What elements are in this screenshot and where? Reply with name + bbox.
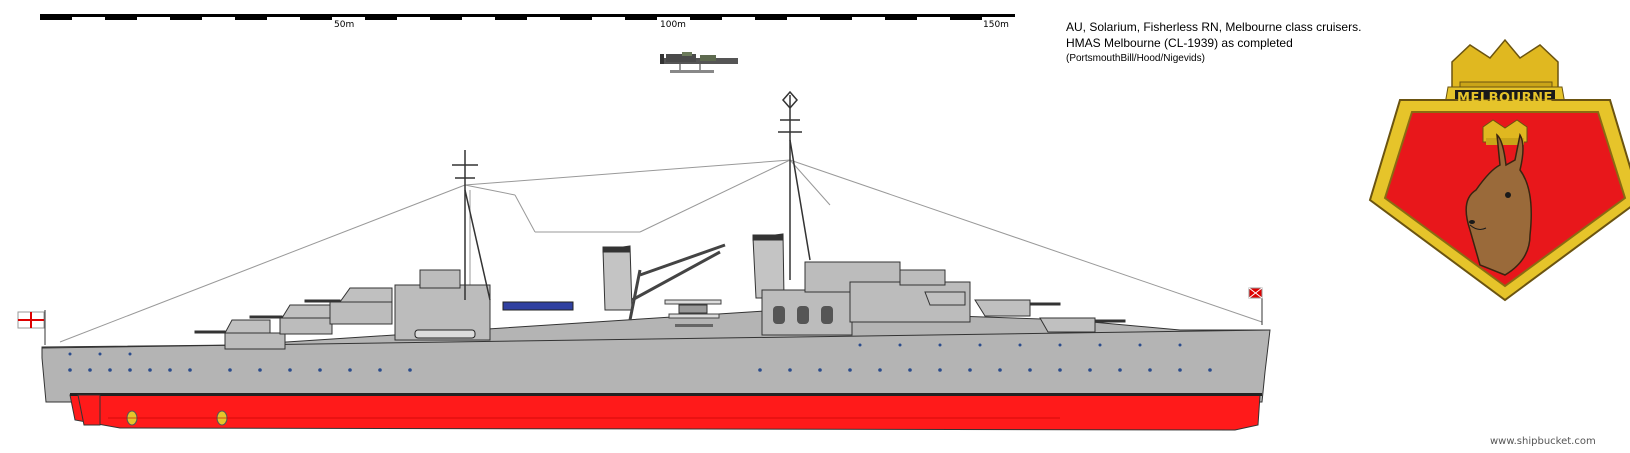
boat-white — [414, 329, 476, 339]
small-crown-icon — [1482, 119, 1528, 145]
turrets-aft — [194, 287, 393, 334]
ensign-stern — [17, 310, 46, 345]
title-line-2: HMAS Melbourne (CL-1939) as completed — [1066, 36, 1293, 50]
scale-bar-segments — [40, 17, 1015, 20]
seaplane-catapult — [664, 299, 722, 327]
boat-blue — [502, 301, 574, 311]
crane — [628, 243, 726, 321]
kangaroo-head-icon — [1465, 132, 1532, 276]
seaplane-flying — [660, 52, 738, 73]
forward-mast — [778, 90, 811, 280]
bridge-windows — [773, 306, 833, 324]
rudder — [77, 394, 101, 426]
waterline — [70, 393, 1262, 396]
scale-label-100m: 100m — [660, 20, 686, 30]
aft-mast — [452, 150, 491, 301]
watermark: www.shipbucket.com — [1490, 436, 1596, 447]
funnels — [602, 233, 785, 311]
scale-bar — [40, 14, 1015, 23]
portholes — [68, 343, 1212, 372]
title-line-1: AU, Solarium, Fisherless RN, Melbourne c… — [1066, 20, 1362, 34]
credits: (PortsmouthBill/Hood/Nigevids) — [1066, 53, 1205, 64]
jack-bow — [1248, 287, 1263, 325]
scale-label-150m: 150m — [983, 20, 1009, 30]
turrets-forward — [924, 291, 1126, 333]
badge-name: MELBOURNE — [1457, 91, 1553, 106]
scale-label-50m: 50m — [334, 20, 355, 30]
